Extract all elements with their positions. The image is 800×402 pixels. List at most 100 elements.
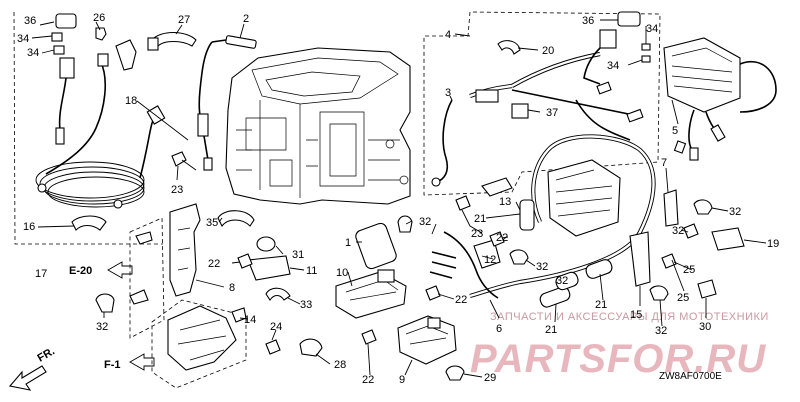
callout-21: 21 — [595, 299, 607, 311]
callout-35: 35 — [206, 217, 218, 229]
callout-numbers: 36 26 27 2 34 34 18 23 16 17 35 1 22 31 … — [17, 12, 779, 386]
part-13-rubber — [519, 199, 535, 231]
part-connector-left — [59, 57, 75, 79]
callout-34: 34 — [27, 47, 39, 59]
callout-16: 16 — [23, 221, 35, 233]
front-label: FR. — [36, 345, 57, 364]
part-23-bolt-a — [171, 151, 197, 171]
callout-20: 20 — [542, 45, 554, 57]
part-connector-right — [599, 29, 617, 49]
part-28-clip — [299, 338, 323, 357]
part-34-clip-b — [53, 45, 65, 55]
part-30-clip — [697, 279, 717, 299]
part-36-cap — [55, 13, 77, 29]
callout-34: 34 — [17, 33, 29, 45]
part-22-bolt-a — [237, 253, 253, 269]
group-14-frame — [151, 299, 247, 389]
part-16-clamp — [71, 215, 107, 231]
part-29-plug — [445, 365, 465, 381]
part-14-bracket — [167, 305, 247, 371]
part-22-bolt-d — [425, 285, 441, 301]
callout-32: 32 — [655, 325, 667, 337]
callout-32: 32 — [556, 275, 568, 287]
callout-32: 32 — [419, 216, 431, 228]
part-15-bracket — [629, 231, 651, 287]
part-12-bracket — [473, 239, 501, 269]
part-9-block — [397, 315, 457, 365]
harness-4 — [431, 47, 644, 187]
part-22-bolt-low — [361, 329, 377, 345]
part-36-cap-right — [617, 11, 641, 27]
part-32-clip-r2 — [649, 285, 669, 301]
part-22-bolt-c — [489, 231, 505, 247]
callout-32: 32 — [729, 206, 741, 218]
coiled-harness — [35, 105, 166, 209]
part-connector-3 — [475, 89, 499, 103]
watermark-brand: PARTSFOR.RU — [470, 337, 766, 381]
ref-e20[interactable]: E-20 — [69, 261, 133, 279]
callout-25: 25 — [683, 264, 695, 276]
leader-lines — [31, 19, 767, 378]
callout-22: 22 — [208, 258, 220, 270]
part-10-unit — [335, 269, 407, 319]
callout-14: 14 — [244, 314, 256, 326]
callout-30: 30 — [699, 321, 711, 333]
callout-21: 21 — [545, 324, 557, 336]
group-4-frame — [423, 11, 661, 196]
callout-4: 4 — [445, 29, 451, 41]
callout-13: 13 — [499, 196, 511, 208]
part-11-plate — [247, 255, 291, 281]
callout-37: 37 — [546, 107, 558, 119]
callout-21: 21 — [474, 213, 486, 225]
callout-22: 22 — [496, 232, 508, 244]
callout-28: 28 — [334, 359, 346, 371]
part-21-sleeve-b — [555, 271, 579, 291]
part-13-bracket — [481, 177, 513, 197]
part-27-band — [147, 31, 197, 51]
callout-10: 10 — [336, 267, 348, 279]
part-31-grommet — [256, 236, 276, 252]
part-32-clip-left — [95, 293, 115, 313]
part-26-nut — [95, 27, 107, 41]
callout-22: 22 — [362, 374, 374, 386]
part-2-cable — [197, 35, 257, 171]
ref-f1-label: F-1 — [104, 359, 121, 371]
callout-6: 6 — [496, 323, 502, 335]
callout-23: 23 — [471, 228, 483, 240]
part-37-connector — [511, 103, 529, 119]
callout-27: 27 — [178, 14, 190, 26]
part-33-clamp — [265, 287, 291, 301]
callout-12: 12 — [484, 254, 496, 266]
callout-32: 32 — [672, 225, 684, 237]
callout-17: 17 — [35, 268, 47, 280]
part-25-bolt-b — [661, 253, 677, 269]
engine-block — [225, 47, 411, 205]
part-21-sleeve-a — [539, 286, 571, 308]
front-direction-arrow: FR. — [8, 345, 57, 391]
callout-2: 2 — [243, 13, 249, 25]
callout-1: 1 — [345, 237, 351, 249]
callout-24: 24 — [270, 321, 282, 333]
part-35-band — [217, 210, 255, 228]
callout-8: 8 — [229, 282, 235, 294]
callout-18: 18 — [125, 95, 137, 107]
callout-31: 31 — [292, 249, 304, 261]
callout-32: 32 — [536, 261, 548, 273]
callout-29: 29 — [484, 372, 496, 384]
diagram-code: ZW8AF0700E — [659, 371, 722, 382]
part-5-regulator — [663, 37, 777, 161]
callout-32: 32 — [96, 321, 108, 333]
part-32-clip-mid — [397, 215, 413, 233]
callout-33: 33 — [300, 299, 312, 311]
ref-f1[interactable]: F-1 — [104, 353, 155, 371]
ref-e20-label: E-20 — [69, 265, 92, 277]
part-25-bolt-a — [683, 223, 699, 239]
part-19-connector — [711, 227, 745, 251]
part-grommet — [115, 39, 137, 71]
callout-22: 22 — [455, 294, 467, 306]
callout-25: 25 — [677, 292, 689, 304]
callout-15: 15 — [630, 309, 642, 321]
group-8-frame — [129, 217, 165, 339]
